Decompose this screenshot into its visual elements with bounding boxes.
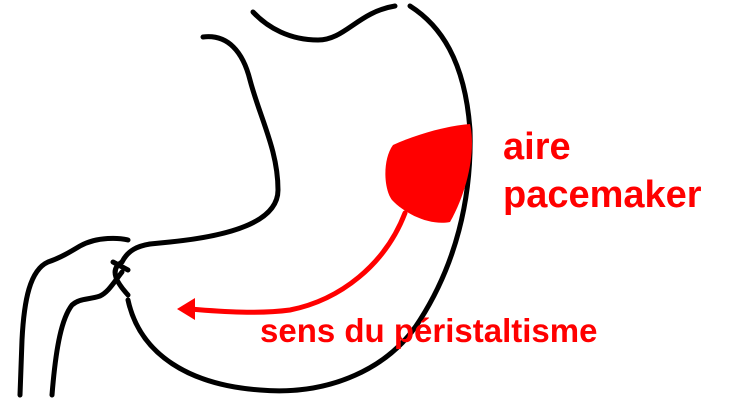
pacemaker-label-line1: aire bbox=[503, 128, 571, 166]
peristalsis-arrowhead bbox=[177, 298, 195, 320]
peristalsis-label: sens du péristaltisme bbox=[260, 314, 597, 347]
pacemaker-area bbox=[385, 124, 472, 223]
pacemaker-label-line2: pacemaker bbox=[503, 176, 702, 214]
lesser-curvature bbox=[122, 244, 150, 262]
peristalsis-arrow-line bbox=[190, 213, 405, 312]
duodenum-lower-wall bbox=[52, 272, 122, 395]
esophagus-right-wall bbox=[253, 6, 395, 40]
esophagus-left-wall bbox=[150, 37, 278, 244]
